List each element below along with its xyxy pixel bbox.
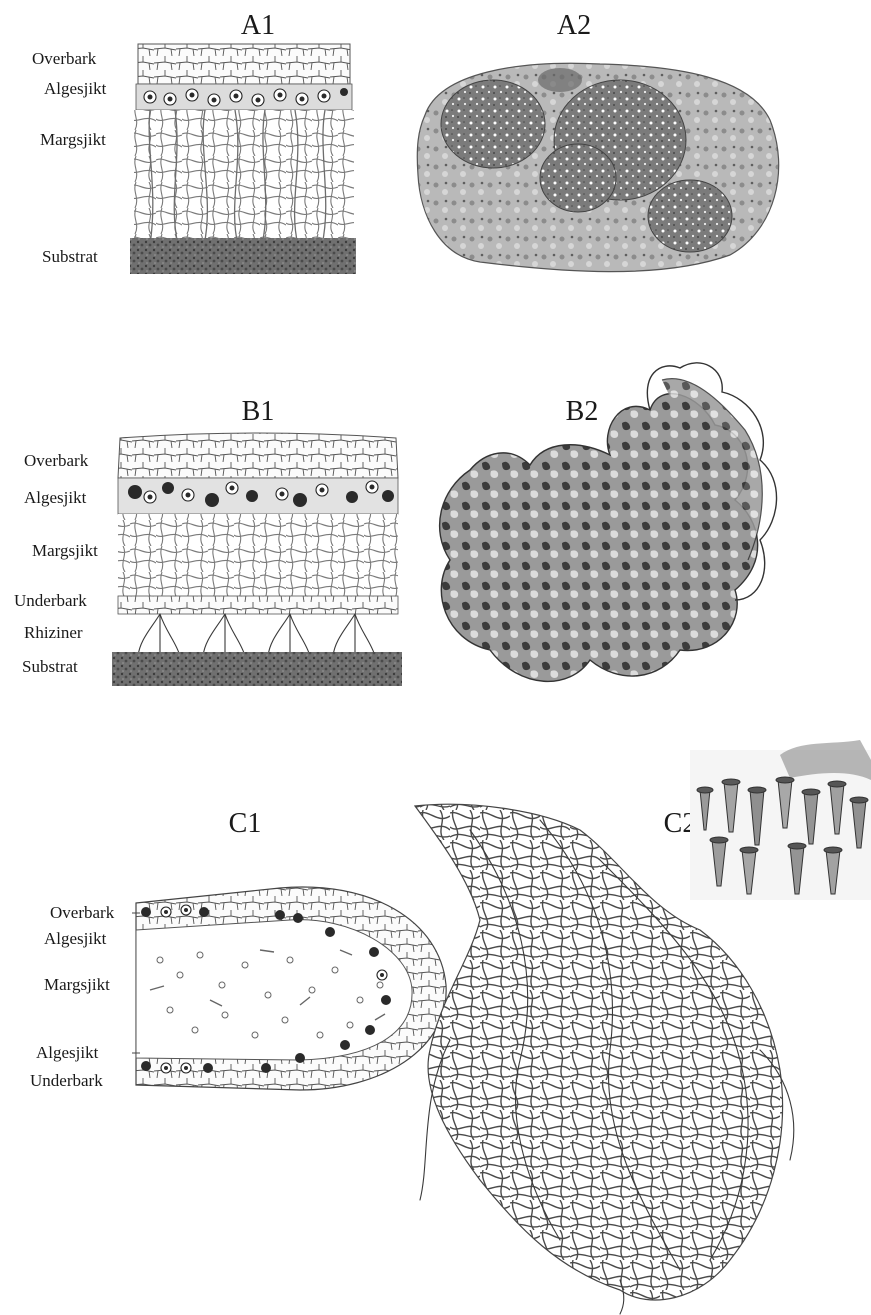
overbark-layer: [118, 433, 398, 478]
lichen-patch: [441, 80, 545, 168]
label-overbark: Overbark: [24, 451, 89, 470]
underbark-layer: [118, 596, 398, 614]
label-substrat: Substrat: [22, 657, 78, 676]
label-algesjikt: Algesjikt: [36, 1043, 99, 1062]
label-margsjikt: Margsjikt: [40, 130, 106, 149]
lichen-patch: [648, 180, 732, 252]
cladonia-cups-inset: [690, 740, 871, 900]
panel-title-b1: B1: [242, 396, 275, 427]
label-algesjikt: Algesjikt: [44, 929, 107, 948]
panel-b2: B2: [440, 363, 777, 682]
medulla-core: [136, 920, 412, 1060]
label-margsjikt: Margsjikt: [44, 975, 110, 994]
lichen-patch: [540, 144, 616, 212]
medulla-layer: [118, 514, 398, 596]
panel-a2: A2: [417, 10, 778, 272]
label-substrat: Substrat: [42, 247, 98, 266]
label-rhiziner: Rhiziner: [24, 623, 83, 642]
label-overbark: Overbark: [32, 49, 97, 68]
label-underbark: Underbark: [30, 1071, 103, 1090]
panel-c2: C2: [415, 740, 871, 1314]
overbark-layer: [138, 44, 350, 84]
panel-title-b2: B2: [566, 396, 599, 427]
lichen-patch: [538, 68, 582, 92]
panel-b1: B1 Overbark Algesjikt Margsjikt Underbar…: [14, 396, 402, 686]
substrate-layer: [130, 238, 356, 274]
medulla-layer: [134, 110, 354, 240]
label-overbark: Overbark: [50, 903, 115, 922]
label-algesjikt: Algesjikt: [44, 79, 107, 98]
panel-title-a2: A2: [557, 10, 591, 41]
panel-a1: A1 Overbark Algesjikt Margsji: [32, 10, 356, 274]
label-algesjikt: Algesjikt: [24, 488, 87, 507]
panel-title-c1: C1: [229, 808, 262, 839]
label-margsjikt: Margsjikt: [32, 541, 98, 560]
substrate-layer: [112, 652, 402, 686]
panel-title-a1: A1: [241, 10, 275, 41]
rhizines: [138, 614, 375, 656]
label-underbark: Underbark: [14, 591, 87, 610]
panel-c1: C1: [30, 808, 446, 1090]
